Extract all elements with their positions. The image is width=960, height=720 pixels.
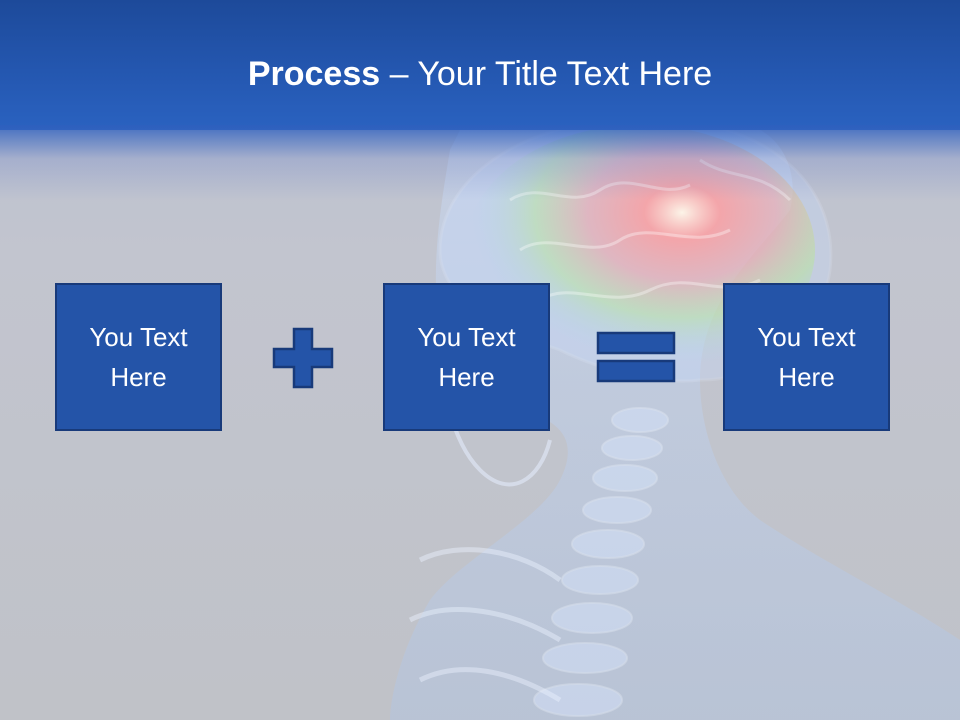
process-box-1[interactable]: You Text Here [55, 283, 222, 431]
title-bar [0, 0, 960, 130]
process-box-3[interactable]: You Text Here [723, 283, 890, 431]
slide-title-bold: Process [247, 55, 381, 93]
slide-title: Process – Your Title Text Here [0, 52, 960, 96]
slide-title-rest: – Your Title Text Here [380, 55, 713, 93]
equals-icon [596, 331, 676, 383]
process-box-1-text: You Text Here [89, 322, 188, 392]
process-box-2[interactable]: You Text Here [383, 283, 550, 431]
process-box-2-text: You Text Here [417, 322, 516, 392]
plus-icon [272, 327, 334, 389]
title-bar-fade [0, 125, 960, 200]
process-box-3-text: You Text Here [757, 322, 856, 392]
